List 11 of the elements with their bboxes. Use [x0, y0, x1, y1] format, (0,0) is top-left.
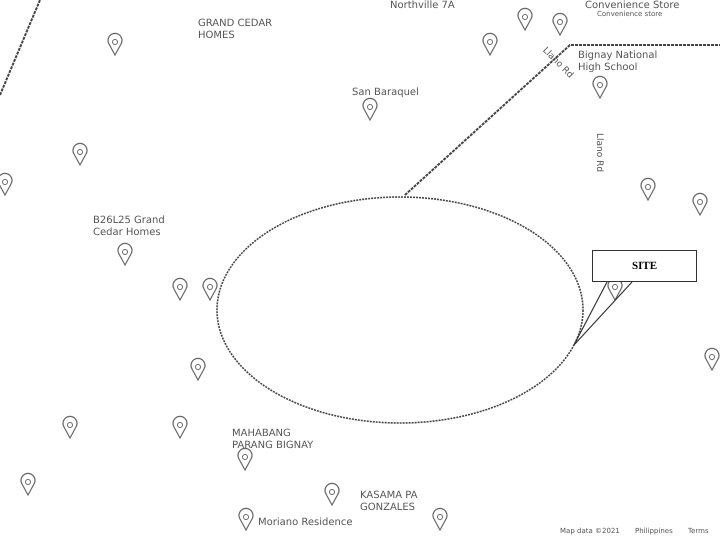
place-label: GRAND CEDAR HOMES: [198, 18, 274, 42]
road-label: Llano Rd: [593, 133, 605, 172]
place-label: KASAMA PA GONZALES: [360, 490, 418, 514]
place-label: Northville 7A: [390, 0, 455, 12]
place-label: Bignay National High School: [578, 50, 658, 74]
place-label: San Baraquel: [352, 87, 419, 99]
place-label: Moriano Residence: [258, 517, 353, 529]
place-label: MAHABANG PARANG BIGNAY: [232, 428, 314, 452]
place-label: B26L25 Grand Cedar Homes: [93, 215, 166, 239]
site-boundary-ellipse: [215, 195, 585, 425]
place-label: Convenience Store: [585, 0, 680, 11]
